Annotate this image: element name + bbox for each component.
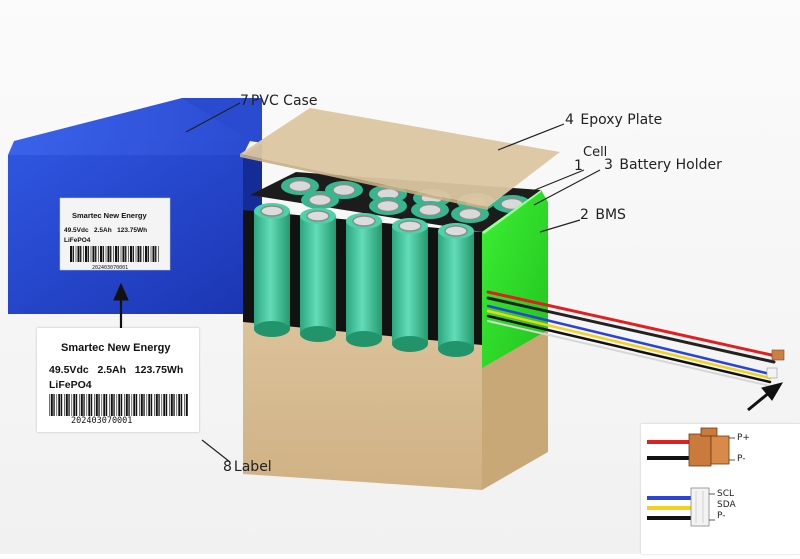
callout-bms: 2 BMS [580, 207, 626, 223]
callout-text: PVC Case [250, 93, 318, 109]
callout-text: Label [233, 459, 272, 475]
label-chemistry: LiFePO4 [49, 379, 92, 391]
connector-inset: P+ P- SCL SDA P- [641, 424, 800, 554]
pin-p-minus-power: P- [737, 454, 746, 464]
label-brand: Smartec New Energy [61, 342, 171, 354]
epoxy-plate [240, 108, 560, 210]
callout-text: Battery Holder [619, 157, 722, 173]
case-label: Smartec New Energy 49.5Vdc 2.5Ah 123.75W… [59, 197, 171, 271]
callout-cell: Cell [583, 145, 607, 160]
callout-cell-number: 1 [574, 158, 583, 174]
callout-number: 8 [223, 459, 232, 475]
cells [254, 203, 474, 357]
callout-number: 7 [240, 93, 249, 109]
power-connector [647, 427, 735, 467]
case-label-barcode [70, 246, 159, 262]
callout-number: 4 [565, 112, 574, 128]
pin-scl: SCL [717, 489, 735, 499]
label-spec: 49.5Vdc 2.5Ah 123.75Wh [49, 364, 184, 376]
callout-number: 3 [604, 157, 613, 173]
connector-drawing [647, 427, 735, 527]
callout-epoxy-plate: 4 Epoxy Plate [565, 112, 662, 128]
cell [300, 208, 336, 342]
label-barcode [49, 394, 188, 416]
cell [254, 203, 290, 337]
callout-number: 2 [580, 207, 589, 223]
cell-top [369, 197, 407, 215]
cell-top [451, 205, 489, 223]
leader-lines [185, 102, 601, 463]
label-serial: 202403070001 [71, 416, 133, 426]
cell [392, 218, 428, 352]
cell-top [301, 191, 339, 209]
case-label-serial: 202403070001 [92, 265, 128, 271]
callout-battery-holder: 3 Battery Holder [604, 157, 722, 173]
cell-top [281, 177, 319, 195]
callout-number: 1 [574, 158, 583, 174]
case-label-spec: 49.5Vdc 2.5Ah 123.75Wh [64, 227, 147, 234]
cell [346, 213, 382, 347]
pin-p-plus: P+ [737, 433, 750, 443]
label-closeup: Smartec New Energy 49.5Vdc 2.5Ah 123.75W… [37, 328, 199, 432]
callout-text: Cell [583, 145, 608, 160]
callout-text: BMS [595, 207, 626, 223]
wires [486, 290, 785, 387]
pin-sda: SDA [717, 500, 736, 510]
cell-top [411, 201, 449, 219]
signal-connector [647, 487, 715, 527]
case-label-chem: LiFePO4 [64, 237, 91, 244]
cell [438, 223, 474, 357]
case-label-brand: Smartec New Energy [72, 211, 147, 220]
callout-text: Epoxy Plate [580, 112, 663, 128]
pin-p-minus-signal: P- [717, 511, 726, 521]
arrows [113, 282, 784, 412]
